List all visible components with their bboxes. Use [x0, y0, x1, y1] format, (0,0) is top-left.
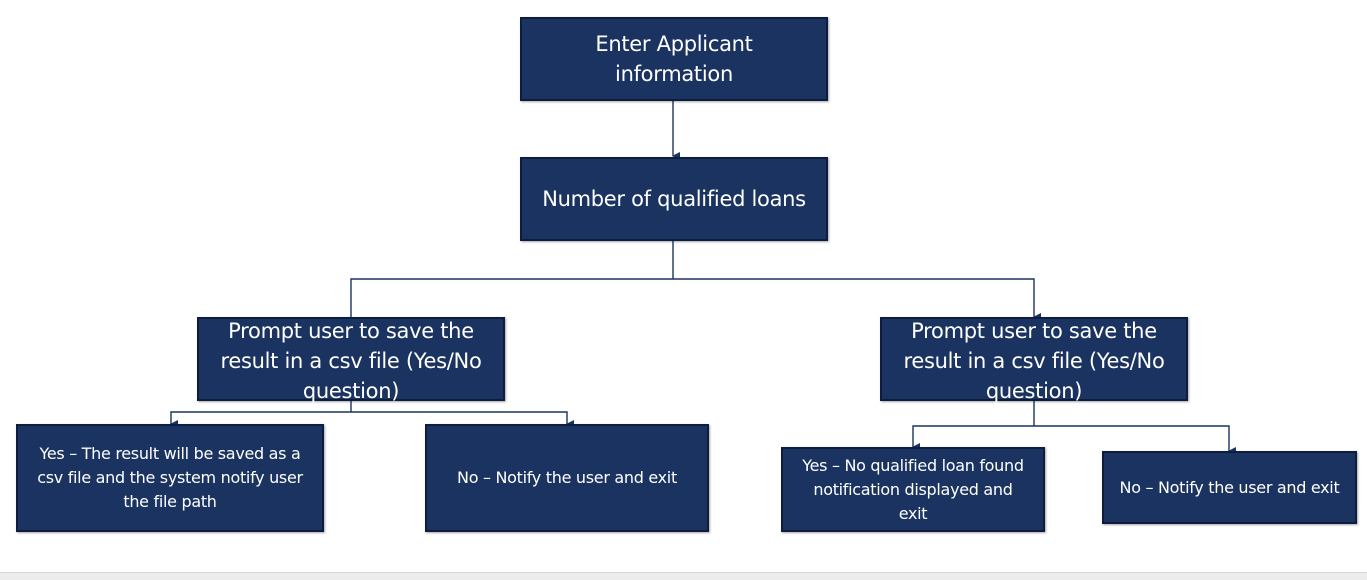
no-notify-exit-left-text: No – Notify the user and exit	[457, 468, 677, 487]
no-notify-exit-right-node: No – Notify the user and exit	[1102, 451, 1357, 524]
connector-right-to-yes	[912, 425, 1034, 451]
connector-count-to-right-prompt	[673, 278, 1041, 321]
prompt-save-left-text: Prompt user to save the result in a csv …	[220, 319, 482, 403]
prompt-save-right-node: Prompt user to save the result in a csv …	[880, 317, 1188, 403]
yes-no-qualified-loan-node: Yes – No qualified loan found notificati…	[781, 447, 1045, 532]
enter-applicant-info-text: Enter Applicant information	[595, 32, 753, 86]
no-notify-exit-right-text: No – Notify the user and exit	[1119, 477, 1340, 497]
no-notify-exit-left-node: No – Notify the user and exit	[425, 424, 709, 532]
prompt-save-right-text: Prompt user to save the result in a csv …	[903, 319, 1165, 403]
connector-right-to-no	[1034, 425, 1236, 455]
enter-applicant-info-node: Enter Applicant information	[520, 17, 828, 101]
qualified-loans-node: Number of qualified loans	[520, 157, 828, 241]
connector-left-to-yes	[170, 411, 351, 428]
qualified-loans-text: Number of qualified loans	[542, 187, 806, 211]
yes-save-csv-node: Yes – The result will be saved as a csv …	[16, 424, 324, 532]
connector-left-to-no	[351, 411, 574, 428]
yes-no-qualified-loan-text: Yes – No qualified loan found notificati…	[802, 455, 1024, 523]
yes-save-csv-text: Yes – The result will be saved as a csv …	[37, 444, 303, 511]
prompt-save-left-node: Prompt user to save the result in a csv …	[197, 317, 505, 403]
connector-count-to-left-prompt	[350, 278, 673, 318]
bottom-scroll-bar	[0, 572, 1367, 580]
